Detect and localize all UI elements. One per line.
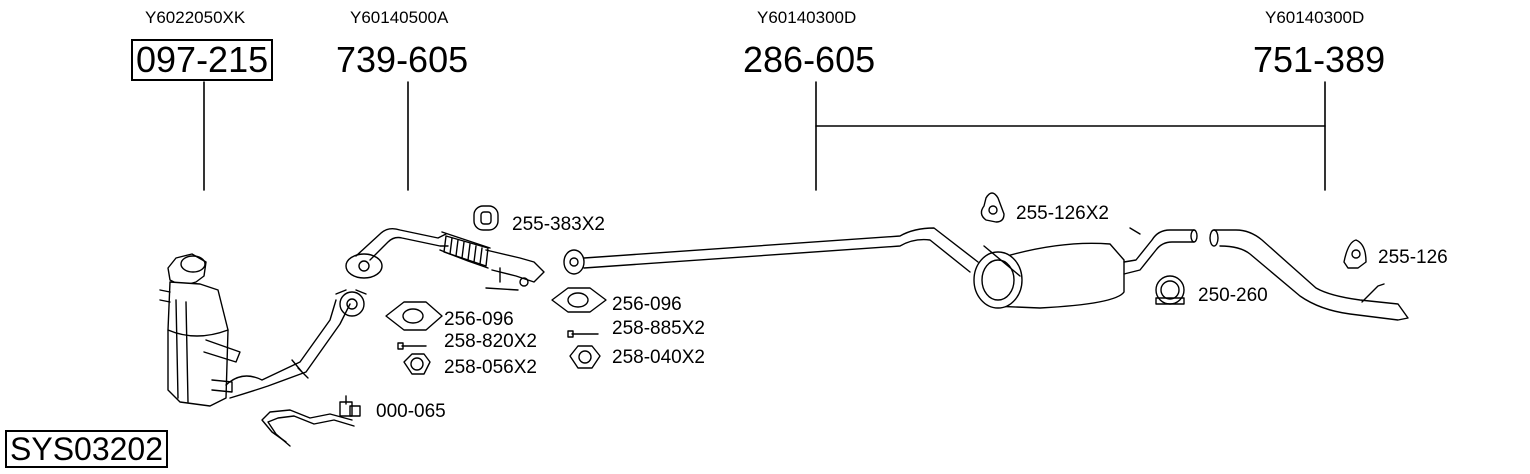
fitting-label-256-096-left[interactable]: 256-096	[444, 309, 514, 330]
part-number-1[interactable]: 097-215	[131, 39, 274, 81]
particulate-filter-drawing	[159, 253, 367, 407]
part-number-2[interactable]: 739-605	[336, 39, 469, 80]
oem-label-1: Y6022050XK	[145, 8, 246, 27]
fitting-label-255-126X2[interactable]: 255-126X2	[1016, 203, 1109, 224]
fitting-label-258-820X2[interactable]: 258-820X2	[444, 331, 537, 352]
centre-pipe-drawing	[563, 227, 1198, 309]
sensor-drawing	[261, 395, 361, 447]
oem-label-4: Y60140300D	[1265, 8, 1365, 27]
fitting-label-250-260[interactable]: 250-260	[1198, 285, 1268, 306]
fitting-label-255-126[interactable]: 255-126	[1378, 247, 1448, 268]
fitting-label-256-096-right[interactable]: 256-096	[612, 294, 682, 315]
part-number-4[interactable]: 751-389	[1253, 39, 1386, 80]
oem-label-3: Y60140300D	[757, 8, 857, 27]
fitting-label-258-040X2[interactable]: 258-040X2	[612, 347, 705, 368]
part-number-3[interactable]: 286-605	[743, 39, 876, 80]
rear-pipe-drawing	[1209, 229, 1409, 321]
fitting-label-255-383X2[interactable]: 255-383X2	[512, 214, 605, 235]
system-id-label: SYS03202	[5, 430, 169, 468]
fitting-label-000-065[interactable]: 000-065	[376, 401, 446, 422]
leader-lines	[203, 81, 1326, 191]
fitting-label-258-056X2[interactable]: 258-056X2	[444, 357, 537, 378]
oem-label-2: Y60140500A	[350, 8, 449, 27]
fitting-label-258-885X2[interactable]: 258-885X2	[612, 318, 705, 339]
front-pipe-drawing	[345, 227, 545, 291]
fittings-drawing	[385, 192, 1367, 375]
